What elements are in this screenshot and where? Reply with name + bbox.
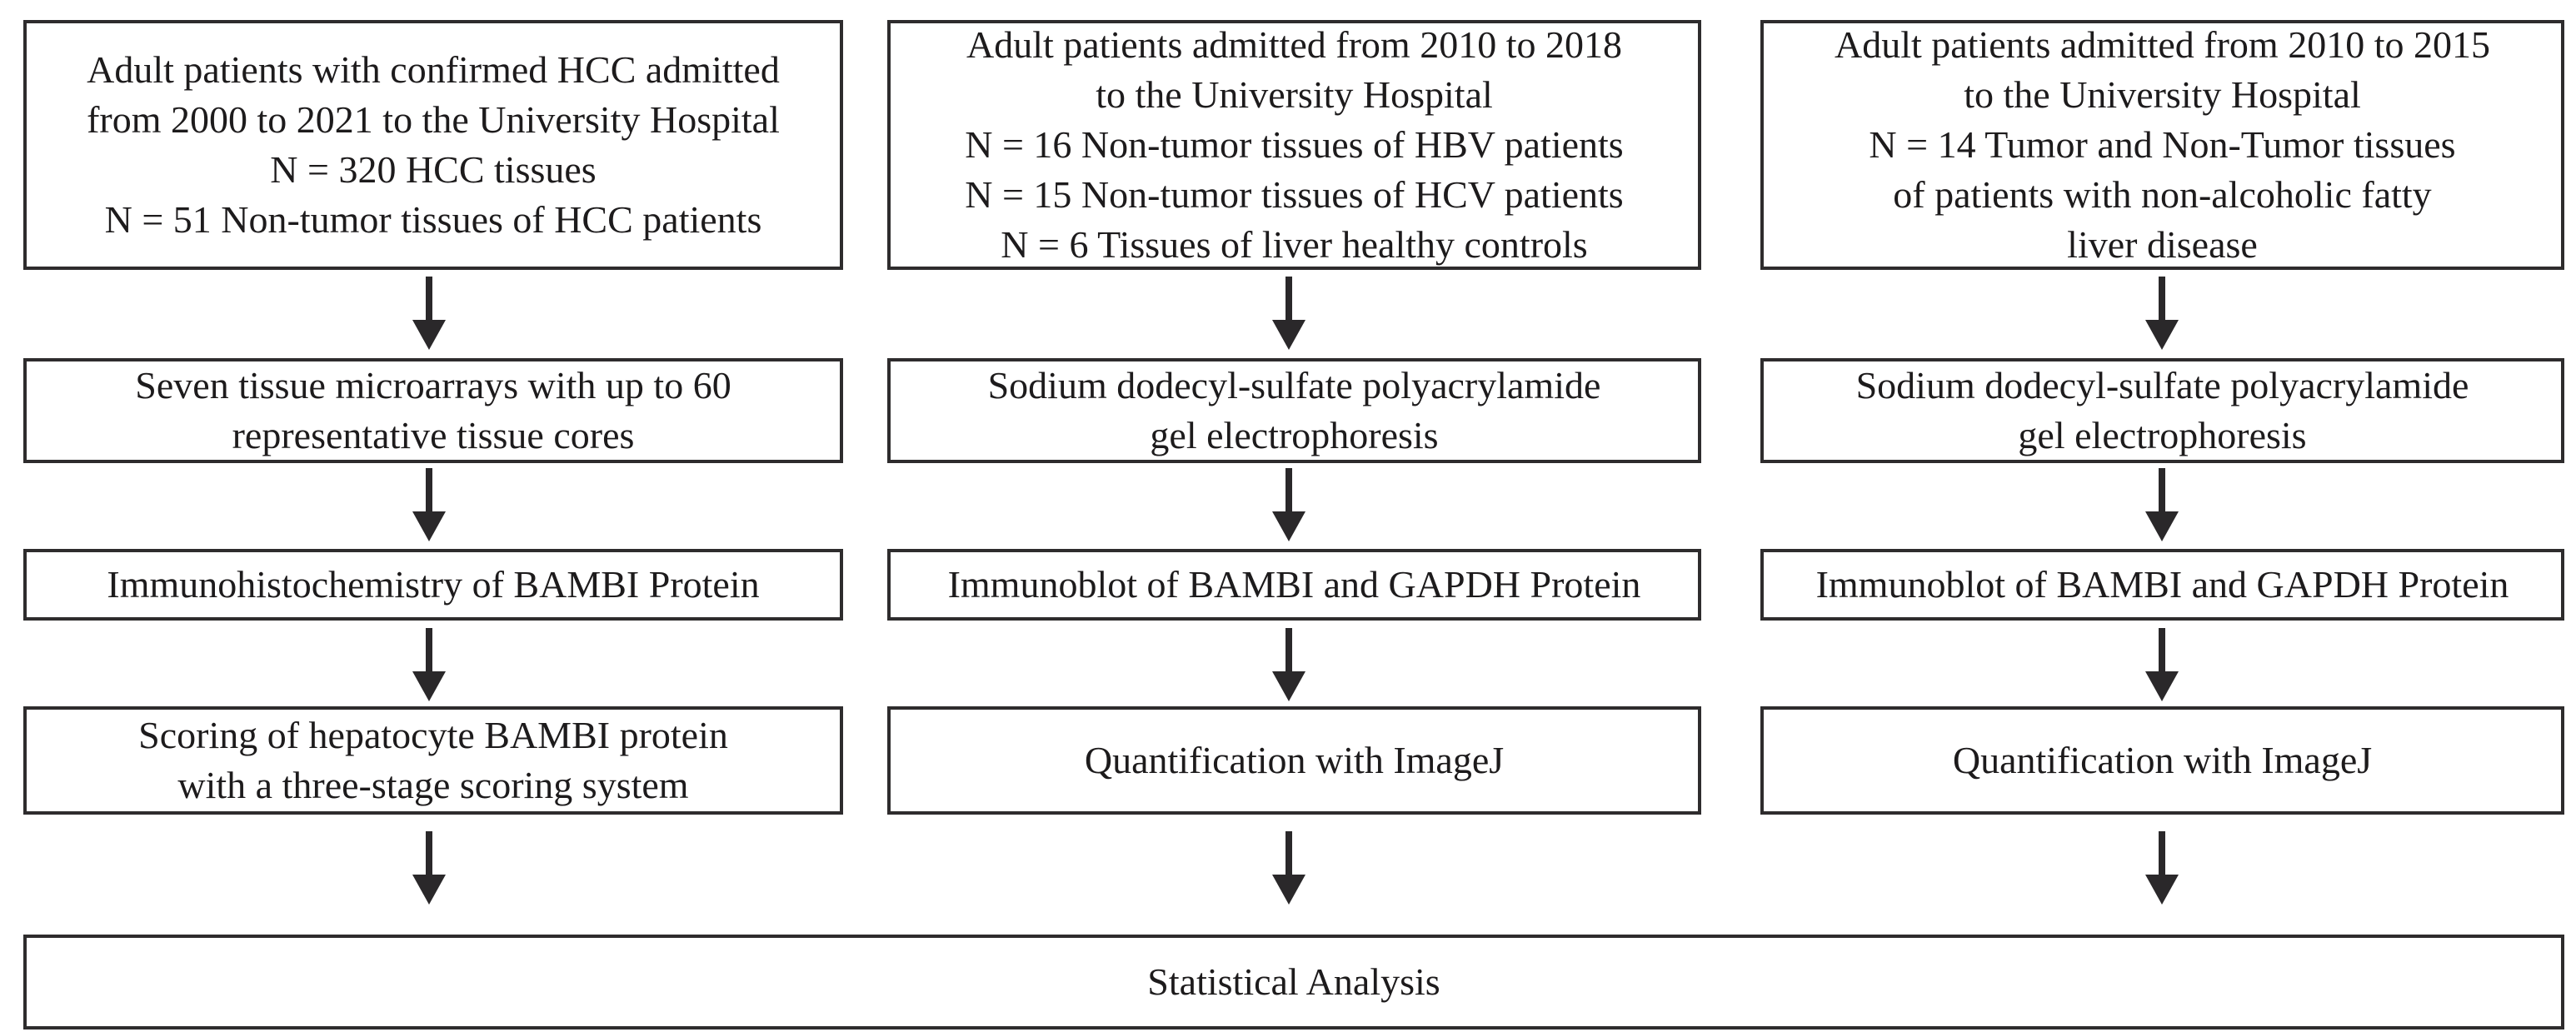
text-line: Quantification with ImageJ [1084, 739, 1505, 781]
arrow-head [1272, 320, 1305, 350]
text-line: Adult patients with confirmed HCC admitt… [87, 48, 780, 91]
down-arrow-icon [1272, 628, 1305, 701]
down-arrow-icon [1272, 468, 1305, 541]
text-line: gel electrophoresis [1150, 414, 1439, 456]
text-line: to the University Hospital [1096, 73, 1493, 116]
text-line: Sodium dodecyl-sulfate polyacrylamide [987, 364, 1601, 406]
arrow-head [2145, 511, 2179, 541]
text-line: Immunohistochemistry of BAMBI Protein [107, 563, 760, 606]
box-immunohistochemistry: Immunohistochemistry of BAMBI Protein [23, 549, 843, 621]
arrow-head [2145, 875, 2179, 905]
text-line: representative tissue cores [232, 414, 635, 456]
arrow-stem [426, 628, 432, 671]
down-arrow-icon [412, 468, 446, 541]
arrow-stem [2159, 831, 2165, 875]
text-line: Adult patients admitted from 2010 to 201… [966, 23, 1622, 66]
arrow-stem [1286, 831, 1292, 875]
text-line: Immunoblot of BAMBI and GAPDH Protein [947, 563, 1641, 606]
arrow-stem [426, 468, 432, 511]
text-line: N = 320 HCC tissues [270, 148, 597, 191]
box-cohort-ihc: Adult patients with confirmed HCC admitt… [23, 20, 843, 270]
text-line: gel electrophoresis [2018, 414, 2307, 456]
arrow-head [2145, 320, 2179, 350]
arrow-head [412, 511, 446, 541]
text-line: Scoring of hepatocyte BAMBI protein [138, 714, 728, 756]
box-sds-page-hbv-hcv: Sodium dodecyl-sulfate polyacrylamide ge… [887, 358, 1701, 463]
text-line: N = 6 Tissues of liver healthy controls [1001, 223, 1588, 266]
text-line: Sodium dodecyl-sulfate polyacrylamide [1855, 364, 2469, 406]
arrow-stem [1286, 628, 1292, 671]
arrow-head [1272, 511, 1305, 541]
down-arrow-icon [1272, 277, 1305, 350]
box-quantification-nafld: Quantification with ImageJ [1760, 706, 2564, 815]
down-arrow-icon [2145, 277, 2179, 350]
box-tissue-microarrays: Seven tissue microarrays with up to 60 r… [23, 358, 843, 463]
text-line: with a three-stage scoring system [177, 764, 689, 806]
box-scoring-system: Scoring of hepatocyte BAMBI protein with… [23, 706, 843, 815]
down-arrow-icon [2145, 468, 2179, 541]
arrow-head [2145, 671, 2179, 701]
down-arrow-icon [412, 831, 446, 905]
text-line: Statistical Analysis [1147, 960, 1440, 1003]
box-immunoblot-hbv-hcv: Immunoblot of BAMBI and GAPDH Protein [887, 549, 1701, 621]
box-sds-page-nafld: Sodium dodecyl-sulfate polyacrylamide ge… [1760, 358, 2564, 463]
arrow-stem [2159, 277, 2165, 320]
text-line: to the University Hospital [1964, 73, 2361, 116]
text-line: of patients with non-alcoholic fatty [1893, 173, 2432, 216]
box-cohort-nafld: Adult patients admitted from 2010 to 201… [1760, 20, 2564, 270]
text-line: N = 51 Non-tumor tissues of HCC patients [104, 198, 762, 241]
text-line: Adult patients admitted from 2010 to 201… [1834, 23, 2490, 66]
text-line: Immunoblot of BAMBI and GAPDH Protein [1815, 563, 2509, 606]
down-arrow-icon [1272, 831, 1305, 905]
down-arrow-icon [412, 277, 446, 350]
box-statistical-analysis: Statistical Analysis [23, 935, 2564, 1030]
arrow-stem [1286, 468, 1292, 511]
arrow-stem [2159, 628, 2165, 671]
text-line: N = 15 Non-tumor tissues of HCV patients [965, 173, 1624, 216]
box-cohort-hbv-hcv: Adult patients admitted from 2010 to 201… [887, 20, 1701, 270]
text-line: liver disease [2067, 223, 2258, 266]
text-line: from 2000 to 2021 to the University Hosp… [87, 98, 780, 141]
arrow-head [412, 320, 446, 350]
arrow-stem [2159, 468, 2165, 511]
box-quantification-hbv-hcv: Quantification with ImageJ [887, 706, 1701, 815]
arrow-stem [426, 277, 432, 320]
text-line: N = 16 Non-tumor tissues of HBV patients [965, 123, 1624, 166]
box-immunoblot-nafld: Immunoblot of BAMBI and GAPDH Protein [1760, 549, 2564, 621]
arrow-stem [1286, 277, 1292, 320]
arrow-head [412, 671, 446, 701]
arrow-head [412, 875, 446, 905]
down-arrow-icon [412, 628, 446, 701]
text-line: Quantification with ImageJ [1952, 739, 2373, 781]
text-line: Seven tissue microarrays with up to 60 [135, 364, 731, 406]
arrow-head [1272, 671, 1305, 701]
text-line: N = 14 Tumor and Non-Tumor tissues [1869, 123, 2456, 166]
arrow-stem [426, 831, 432, 875]
down-arrow-icon [2145, 628, 2179, 701]
arrow-head [1272, 875, 1305, 905]
down-arrow-icon [2145, 831, 2179, 905]
